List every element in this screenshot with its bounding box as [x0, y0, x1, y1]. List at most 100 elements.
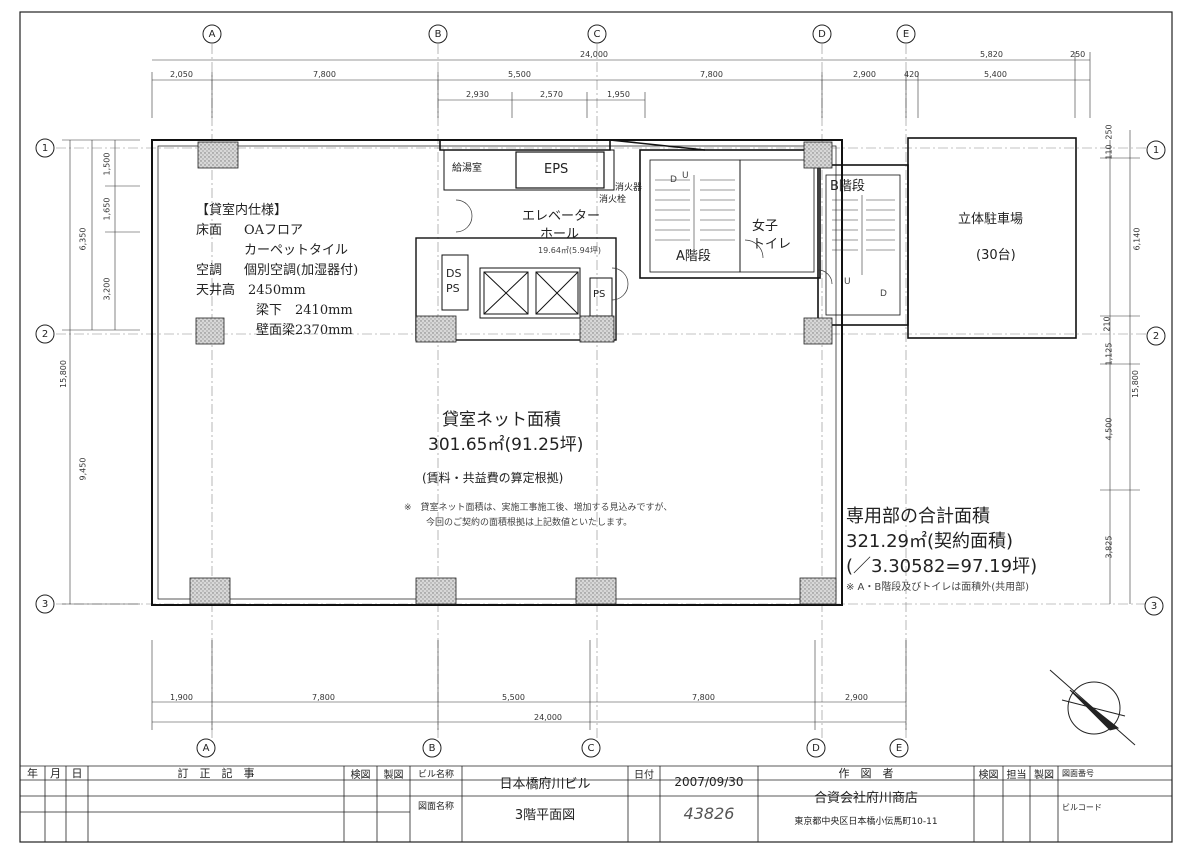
room-elevator-hall-1: エレベーター [522, 209, 601, 224]
tb-building-label: ビル名称 [417, 769, 454, 780]
dim-left-1650: 1,650 [102, 197, 112, 221]
dim-top-5400: 5,400 [984, 70, 1007, 79]
dim-right-110: 110 [1104, 144, 1114, 160]
grid-label-e-top: E [902, 28, 910, 40]
grid-label-d-bottom: D [812, 742, 820, 754]
dim-top-2570: 2,570 [540, 90, 563, 99]
north-arrow [1049, 669, 1136, 746]
net-area-value: 301.65㎡(91.25坪) [428, 435, 584, 455]
structural-columns [189, 141, 837, 605]
tb-month: 月 [50, 767, 61, 780]
room-elevator-hall-2: ホール [540, 227, 580, 242]
room-parking-count: (30台) [976, 248, 1016, 263]
room-ds: DS [446, 267, 462, 280]
dim-bottom-7800a: 7,800 [312, 693, 335, 702]
tb-building-name: 日本橋府川ビル [499, 776, 591, 792]
dim-top-250: 250 [1070, 50, 1086, 59]
grid-label-d-top: D [818, 28, 826, 40]
dim-left-15800: 15,800 [59, 360, 68, 388]
grid-label-c-bottom: C [587, 742, 595, 754]
dim-top-7800b: 7,800 [700, 70, 723, 79]
dim-left-1500: 1,500 [102, 152, 112, 176]
grid-label-2-left: 2 [41, 328, 49, 340]
net-area-note-1: ※ 貸室ネット面積は、実施工事施工後、増加する見込みですが、 [404, 503, 673, 513]
room-ps2: PS [593, 289, 606, 300]
exclusive-title: 専用部の合計面積 [846, 506, 990, 527]
grid-label-a-top: A [208, 28, 216, 40]
room-toilet-1: 女子 [752, 219, 779, 234]
room-ps: PS [446, 282, 460, 295]
dim-bottom-5500: 5,500 [502, 693, 525, 702]
room-parking: 立体駐車場 [958, 212, 1024, 227]
dim-top-2900: 2,900 [853, 70, 876, 79]
dim-top-2050: 2,050 [170, 70, 193, 79]
tb-drawing-name: 3階平面図 [514, 807, 576, 823]
tb-day: 日 [71, 767, 83, 780]
room-stair-b: B階段 [830, 179, 865, 194]
dim-right-1125: 1,125 [1104, 342, 1114, 366]
dim-right-6140: 6,140 [1132, 227, 1142, 251]
spec-floor-2: カーペットタイル [244, 243, 349, 258]
dim-bottom-2900: 2,900 [845, 693, 868, 702]
dim-top-2930: 2,930 [466, 90, 489, 99]
net-area-title: 貸室ネット面積 [442, 410, 561, 430]
spec-ac-label: 空調 [196, 263, 223, 278]
dim-right-250: 250 [1104, 124, 1114, 140]
spec-beam-under: 梁下 2410mm [256, 303, 353, 318]
spec-ac-value: 個別空調(加湿器付) [244, 263, 359, 278]
dim-left-3200: 3,200 [102, 277, 112, 301]
stair-a-down: D [670, 175, 677, 185]
room-toilet-2: トイレ [752, 237, 792, 252]
dim-bottom-7800b: 7,800 [692, 693, 715, 702]
grid-label-1-right: 1 [1152, 144, 1160, 156]
stair-b-up: U [844, 277, 851, 287]
tb-author-name: 合資会社府川商店 [813, 790, 918, 806]
grid-label-c-top: C [593, 28, 601, 40]
grid-label-3-left: 3 [41, 598, 49, 610]
room-elevator-hall-area: 19.64㎡(5.94坪) [538, 246, 601, 255]
room-kyuto: 給湯室 [452, 163, 482, 174]
spec-floor-label: 床面 [196, 223, 223, 238]
spec-ceiling-label: 天井高 [196, 283, 236, 298]
elevator-shafts [483, 271, 579, 315]
tb-check: 検図 [350, 769, 371, 781]
spec-ceiling-value: 2450mm [248, 283, 306, 298]
dim-right-210: 210 [1102, 316, 1112, 332]
tb-date-value: 2007/09/30 [674, 775, 744, 789]
spec-heading: 【貸室内仕様】 [196, 203, 288, 218]
dim-right-4500: 4,500 [1104, 417, 1114, 441]
tb-revision: 訂 正 記 事 [177, 767, 255, 780]
tb-author-label: 作 図 者 [838, 767, 894, 780]
room-eps: EPS [544, 162, 569, 177]
tb-draft: 製図 [383, 769, 404, 781]
dim-top-7800a: 7,800 [313, 70, 336, 79]
title-block [20, 765, 1172, 842]
tb-draft2: 製図 [1034, 769, 1054, 781]
tb-check2: 検図 [978, 769, 999, 781]
exclusive-note: ※ A・B階段及びトイレは面積外(共用部) [846, 582, 1030, 593]
grid-label-b-top: B [434, 28, 442, 40]
tb-date-label: 日付 [634, 769, 654, 781]
sheet-border [19, 11, 1173, 843]
net-area-basis: (賃料・共益費の算定根拠) [422, 471, 564, 485]
dim-bottom-1900: 1,900 [170, 693, 193, 702]
tb-handwritten: 43826 [683, 803, 735, 823]
dim-top-5500: 5,500 [508, 70, 531, 79]
exclusive-tsubo: (／3.30582=97.19坪) [846, 556, 1038, 577]
stair-a-up: U [682, 171, 689, 181]
spec-wall-beam: 壁面梁2370mm [256, 323, 353, 338]
dim-top-1950: 1,950 [607, 90, 630, 99]
tb-year: 年 [27, 767, 38, 780]
dim-top-5820: 5,820 [980, 50, 1003, 59]
tb-author-address: 東京都中央区日本橋小伝馬町10-11 [794, 816, 938, 827]
dim-right-3825: 3,825 [1104, 535, 1114, 559]
grid-label-2-right: 2 [1152, 330, 1160, 342]
stair-b-down: D [880, 289, 887, 299]
tb-charge: 担当 [1006, 769, 1027, 781]
room-shokaki: 消火器 [615, 183, 643, 193]
dim-top-420: 420 [904, 70, 920, 79]
exclusive-value: 321.29㎡(契約面積) [846, 531, 1014, 552]
net-area-note-2: 今回のご契約の面積根拠は上記数値といたします。 [426, 518, 633, 528]
dim-right-15800: 15,800 [1131, 370, 1140, 398]
